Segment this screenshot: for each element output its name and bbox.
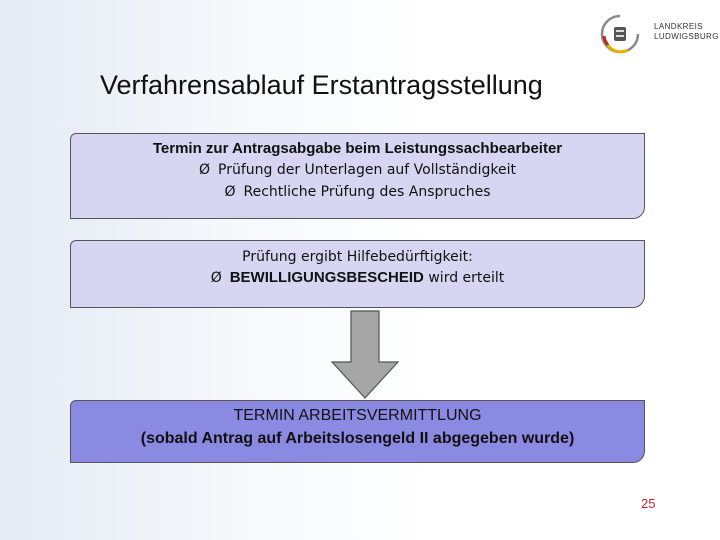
job-placement-condition: (sobald Antrag auf Arbeitslosengeld II a…	[140, 430, 575, 447]
step-approval-heading: Prüfung ergibt Hilfebedürftigkeit:	[242, 249, 473, 265]
down-arrow-icon	[330, 310, 400, 399]
check-item-completeness: Ø Prüfung der Unterlagen auf Vollständigk…	[71, 162, 644, 178]
step-appointment-heading: Termin zur Antragsabgabe beim Leistungss…	[152, 140, 563, 157]
check-item-legal-label: Rechtliche Prüfung des Anspruches	[243, 184, 491, 200]
page-title: Verfahrensablauf Erstantragsstellung	[100, 70, 543, 100]
page-number: 25	[641, 496, 656, 511]
step-job-placement-box: TERMIN ARBEITSVERMITTLUNG (sobald Antrag…	[70, 400, 645, 463]
bullet-arrow-icon: Ø	[198, 162, 211, 178]
step-appointment-box: Termin zur Antragsabgabe beim Leistungss…	[70, 133, 645, 219]
job-placement-heading: TERMIN ARBEITSVERMITTLUNG	[233, 407, 482, 424]
district-name-line2: LUDWIGSBURG	[654, 32, 719, 41]
district-emblem-icon	[600, 14, 640, 54]
district-name-line1: LANDKREIS	[654, 22, 703, 31]
approval-notice-rest: wird erteilt	[423, 270, 505, 286]
district-logo: LANDKREIS LUDWIGSBURG	[598, 12, 718, 58]
check-item-legal: Ø Rechtliche Prüfung des Anspruches	[71, 184, 644, 200]
district-name: LANDKREIS LUDWIGSBURG	[654, 22, 719, 42]
approval-item: Ø BEWILLIGUNGSBESCHEID wird erteilt	[71, 269, 644, 286]
bullet-arrow-icon: Ø	[224, 184, 236, 200]
check-item-completeness-label: Prüfung der Unterlagen auf Vollständigke…	[218, 162, 516, 178]
approval-notice-keyword: BEWILLIGUNGSBESCHEID	[229, 269, 424, 286]
bullet-arrow-icon: Ø	[210, 270, 222, 286]
step-approval-box: Prüfung ergibt Hilfebedürftigkeit: Ø BEWI…	[70, 240, 645, 308]
